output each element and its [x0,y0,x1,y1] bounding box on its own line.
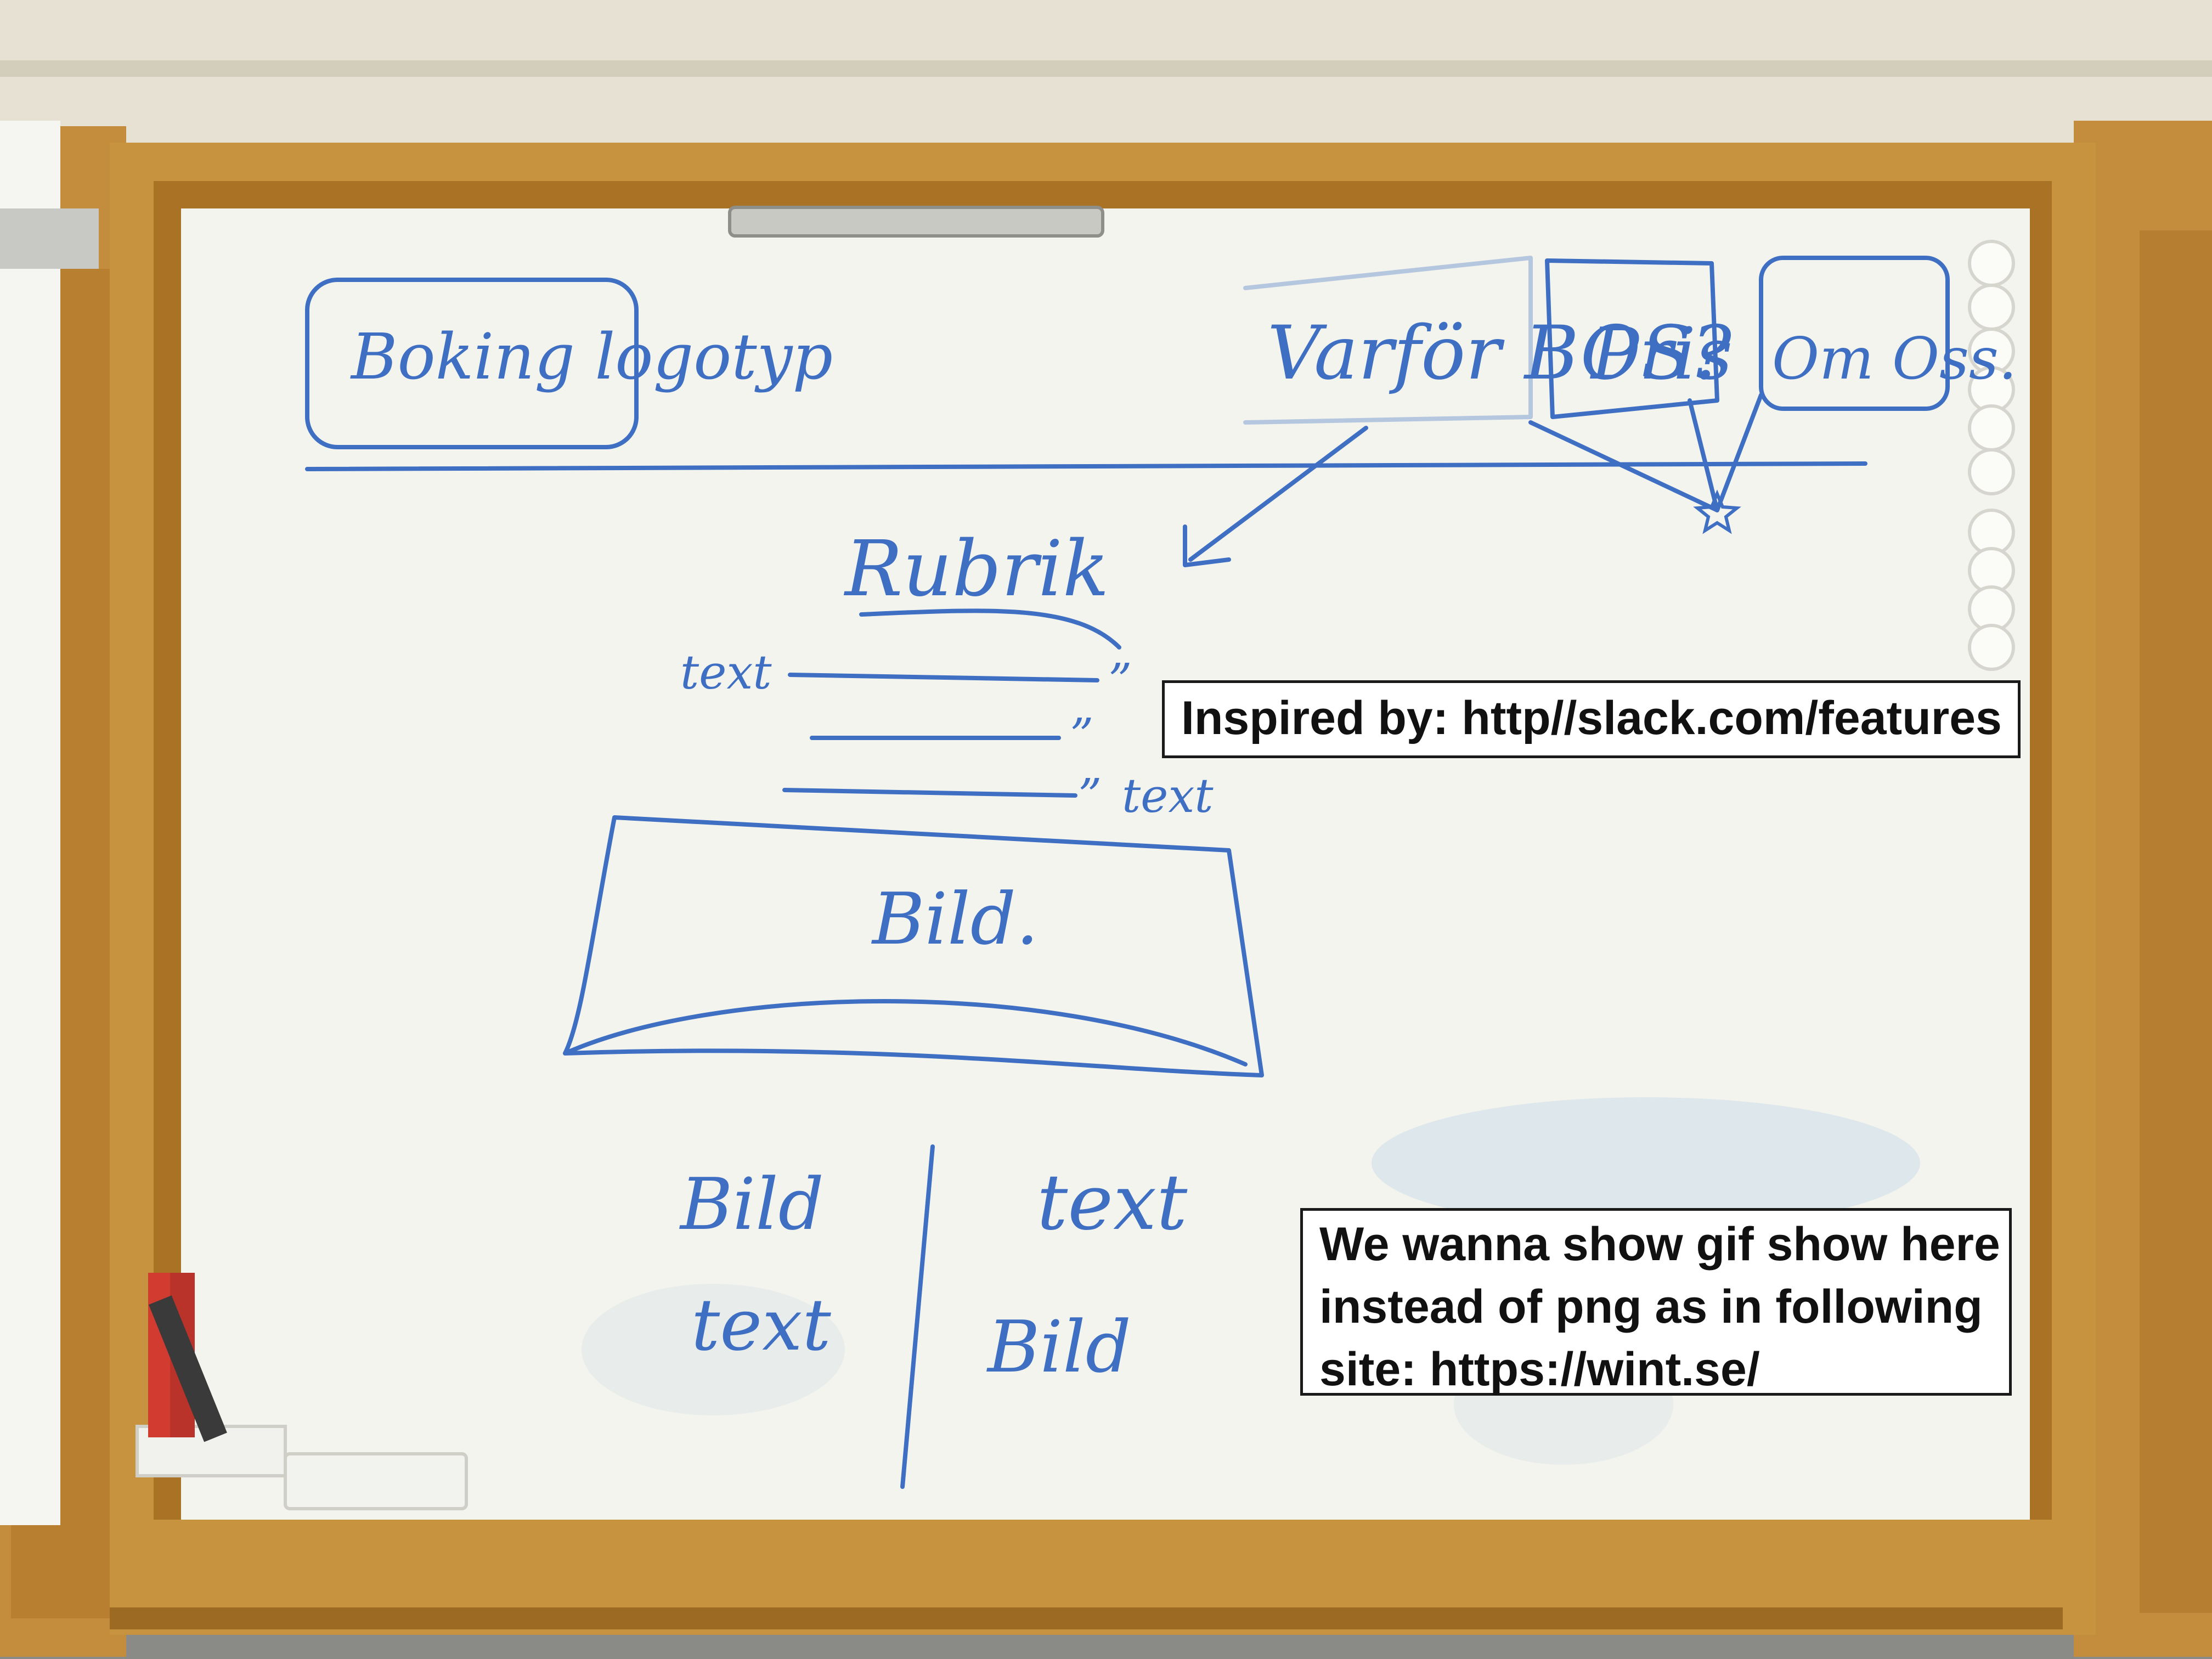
black-marker [149,1295,227,1442]
gif-request-line-3: site: https://wint.se/ [1319,1343,1760,1396]
heading-label: Rubrik [843,524,1109,614]
flipchart-clip [0,208,99,269]
nav-price-label: Pris [1590,312,1733,396]
magnet-column [1968,240,2015,671]
connector-line [1715,393,1763,512]
text-label-1: text [680,646,772,700]
smudge [582,1284,845,1415]
arrow-head [1183,524,1231,567]
image-box-outline [563,815,1264,1077]
marker-tray [110,1520,2063,1613]
arrow-line [1188,426,1368,562]
gif-request-line-1: We wanna show gif show here [1319,1218,2000,1271]
inspired-by-note: Inspired by: http//slack.com/features [1162,680,2021,758]
gif-request-line-2: instead of png as in following [1319,1280,1983,1333]
logo-box-outline [305,278,639,449]
ditto-mark-2: ” [1070,709,1093,763]
grid-left-top-label: Bild [679,1163,824,1246]
grid-right-bottom-label: Bild [986,1305,1131,1389]
star-doodle [1693,489,1741,534]
ditto-mark-1: ” [1108,654,1132,708]
flipchart-paper [0,121,60,1525]
gif-request-note: We wanna show gif show here instead of p… [1300,1208,2012,1396]
why-box-outline [1243,256,1533,425]
board-clip [728,206,1104,238]
text-line-1 [788,673,1099,682]
image-box-curve [563,999,1248,1066]
text-line-3 [782,788,1077,798]
eraser [284,1452,468,1510]
heading-underline [859,608,1121,650]
smudge [1372,1097,1920,1229]
marker-tray-lip [110,1607,2063,1629]
right-door-panel [2140,230,2212,1613]
wall-stripe [0,60,2212,77]
grid-left-bottom-label: text [691,1283,831,1367]
marker-drawing [305,256,1950,1489]
about-box-outline [1759,256,1950,411]
inspired-by-text: Inspired by: http//slack.com/features [1181,692,2002,744]
logo-box-label: Boking logotyp [350,320,833,394]
price-box-outline [1545,258,1719,419]
nav-about-label: Om Oss. [1772,325,2017,392]
grid-divider [900,1144,935,1489]
text-label-2: text [1122,769,1214,823]
grid-right-top-label: text [1037,1158,1188,1248]
nav-why-label: Varför BOS? [1267,310,1733,396]
image-label: Bild. [871,877,1039,961]
ditto-mark-3: ” [1078,769,1102,823]
header-divider-line [305,461,1867,471]
